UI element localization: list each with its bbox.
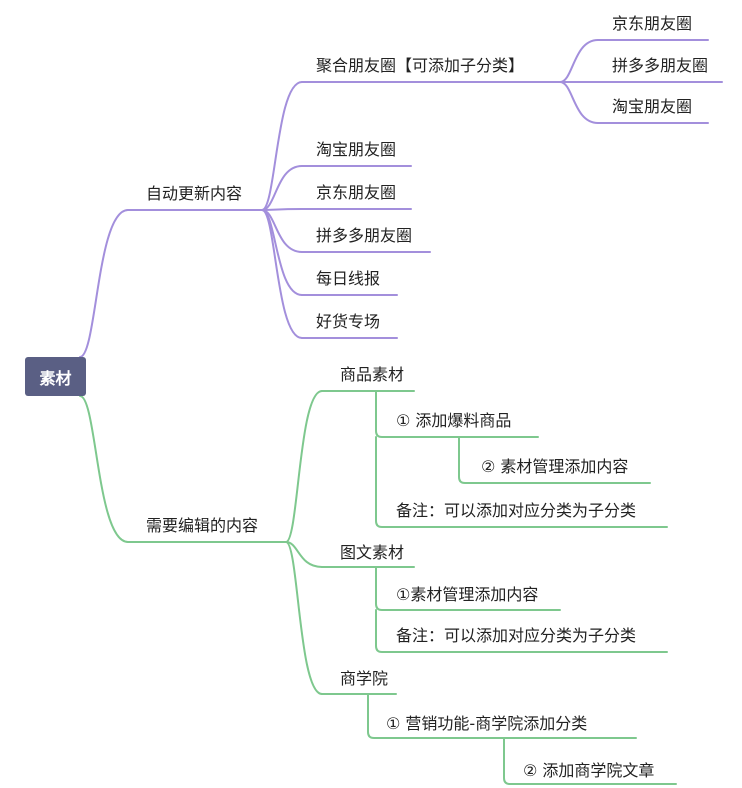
node-goods-material[interactable]: 商品素材 xyxy=(340,365,405,384)
branch-auto-update[interactable]: 自动更新内容 xyxy=(146,184,243,203)
root-node[interactable]: 素材 xyxy=(25,357,86,396)
link-graphic-note xyxy=(375,609,668,653)
node-aggregate-moments[interactable]: 聚合朋友圈【可添加子分类】 xyxy=(316,56,525,75)
link-goods-note xyxy=(375,436,668,528)
link-goods-step2 xyxy=(458,436,651,484)
link-goods-step1 xyxy=(375,390,539,438)
link-agg-jd xyxy=(559,39,599,83)
node-agg-jd[interactable]: 京东朋友圈 xyxy=(612,14,693,33)
node-graphic-note[interactable]: 备注：可以添加对应分类为子分类 xyxy=(396,626,637,645)
node-agg-pdd[interactable]: 拼多多朋友圈 xyxy=(612,56,709,75)
node-good-products[interactable]: 好货专场 xyxy=(316,312,381,331)
link-edit-academy xyxy=(285,541,323,695)
node-academy-step2[interactable]: ② 添加商学院文章 xyxy=(523,761,655,780)
node-graphic-step1[interactable]: ①素材管理添加内容 xyxy=(396,585,539,604)
node-academy-step1[interactable]: ① 营销功能-商学院添加分类 xyxy=(386,714,588,733)
link-academy-step2 xyxy=(503,737,677,785)
link-update-item-0 xyxy=(261,165,303,211)
node-agg-taobao[interactable]: 淘宝朋友圈 xyxy=(612,97,693,116)
link-edit-graphic xyxy=(285,541,323,568)
link-root-to-edit xyxy=(79,395,129,543)
link-edit-goods xyxy=(285,390,323,543)
node-goods-step1[interactable]: ① 添加爆料商品 xyxy=(396,411,512,430)
branch-need-edit[interactable]: 需要编辑的内容 xyxy=(146,516,259,535)
link-update-item-1 xyxy=(261,208,303,211)
node-jd-moments[interactable]: 京东朋友圈 xyxy=(316,183,397,202)
node-taobao-moments[interactable]: 淘宝朋友圈 xyxy=(316,140,397,159)
link-update-item-4 xyxy=(261,209,303,339)
link-agg-taobao xyxy=(559,81,599,124)
node-goods-step2[interactable]: ② 素材管理添加内容 xyxy=(481,457,629,476)
link-update-to-aggregate xyxy=(261,81,303,211)
link-graphic-step1 xyxy=(375,566,561,611)
node-graphic-material[interactable]: 图文素材 xyxy=(340,543,405,562)
node-goods-note[interactable]: 备注：可以添加对应分类为子分类 xyxy=(396,501,637,520)
link-academy-step1 xyxy=(367,693,637,739)
node-business-academy[interactable]: 商学院 xyxy=(340,669,389,688)
link-root-to-update xyxy=(79,209,129,358)
node-pdd-moments[interactable]: 拼多多朋友圈 xyxy=(316,226,413,245)
node-daily-deals[interactable]: 每日线报 xyxy=(316,269,381,288)
